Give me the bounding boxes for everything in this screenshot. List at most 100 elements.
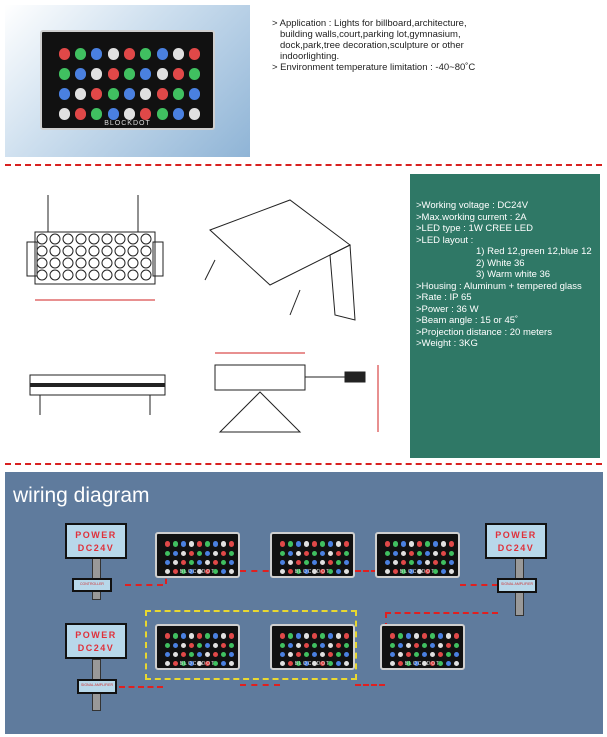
led — [123, 48, 136, 60]
led — [165, 642, 171, 649]
led-fixture: BLOCKDOT — [155, 624, 240, 670]
led — [392, 541, 399, 547]
led — [212, 559, 219, 566]
led — [188, 661, 195, 667]
app-line: indoorlighting. — [280, 51, 340, 62]
led — [196, 651, 203, 658]
led — [287, 642, 294, 649]
led — [74, 108, 87, 120]
led — [228, 559, 234, 566]
brand-logo: BLOCKDOT — [294, 661, 331, 667]
led — [392, 559, 399, 566]
led — [311, 559, 318, 566]
led — [280, 651, 286, 658]
led — [335, 550, 342, 557]
led — [188, 550, 195, 557]
led — [287, 661, 294, 667]
group-outline — [145, 610, 357, 680]
specifications-panel: >Working voltage : DC24V >Max.working cu… — [410, 174, 600, 458]
led — [180, 541, 187, 547]
led — [123, 68, 136, 80]
led — [228, 642, 234, 649]
led-outline — [140, 233, 152, 245]
led — [303, 651, 310, 658]
led — [437, 651, 444, 658]
led — [421, 651, 428, 658]
led — [295, 550, 302, 557]
led — [343, 541, 349, 547]
led — [335, 569, 342, 575]
led — [156, 48, 168, 60]
led — [343, 642, 349, 649]
led — [408, 559, 415, 566]
led — [343, 661, 349, 667]
led-outline — [62, 269, 74, 281]
led-outline — [75, 245, 87, 257]
led — [180, 661, 187, 667]
led-fixture: BLOCKDOT — [380, 624, 465, 670]
led — [188, 642, 195, 649]
led — [413, 642, 420, 649]
led — [280, 559, 286, 566]
led — [327, 569, 334, 575]
led — [295, 569, 302, 575]
product-photo: BLOCKDOT — [5, 5, 250, 157]
led — [212, 569, 219, 575]
brand-logo: BLOCKDOT — [104, 120, 151, 127]
led — [196, 541, 203, 547]
led — [165, 661, 171, 667]
led-outline — [49, 233, 61, 245]
led — [228, 550, 234, 557]
led — [303, 569, 310, 575]
led — [303, 541, 310, 547]
led — [343, 651, 349, 658]
led — [437, 633, 444, 639]
led — [385, 550, 391, 557]
led — [429, 651, 436, 658]
led — [280, 569, 286, 575]
led — [172, 559, 179, 566]
led — [140, 108, 152, 120]
led — [343, 633, 349, 639]
led — [165, 550, 171, 557]
led — [212, 651, 219, 658]
led — [188, 541, 195, 547]
led — [424, 550, 431, 557]
led — [311, 541, 318, 547]
led — [385, 559, 391, 566]
led — [453, 651, 459, 658]
led-outline — [88, 257, 100, 269]
led — [107, 68, 119, 80]
led — [421, 633, 428, 639]
led-outline — [127, 257, 139, 269]
wire — [240, 570, 280, 572]
led — [424, 541, 431, 547]
led — [432, 559, 439, 566]
wire — [240, 684, 280, 686]
led — [421, 642, 428, 649]
brand-logo: BLOCKDOT — [179, 661, 216, 667]
led-outline — [88, 233, 100, 245]
led — [445, 642, 452, 649]
led-outline — [101, 269, 113, 281]
led — [453, 661, 459, 667]
spec-line: >LED layout : — [416, 234, 474, 246]
led — [196, 661, 203, 667]
led — [432, 569, 439, 575]
led — [91, 108, 103, 120]
led — [295, 651, 302, 658]
led — [319, 651, 326, 658]
led — [311, 651, 318, 658]
led — [448, 559, 454, 566]
led — [204, 661, 211, 667]
led — [319, 633, 326, 639]
led — [172, 661, 179, 667]
led — [429, 642, 436, 649]
brand-logo: BLOCKDOT — [179, 569, 216, 575]
led — [188, 651, 195, 658]
led — [437, 661, 444, 667]
led — [390, 651, 396, 658]
led — [327, 633, 334, 639]
led — [453, 642, 459, 649]
led — [196, 559, 203, 566]
